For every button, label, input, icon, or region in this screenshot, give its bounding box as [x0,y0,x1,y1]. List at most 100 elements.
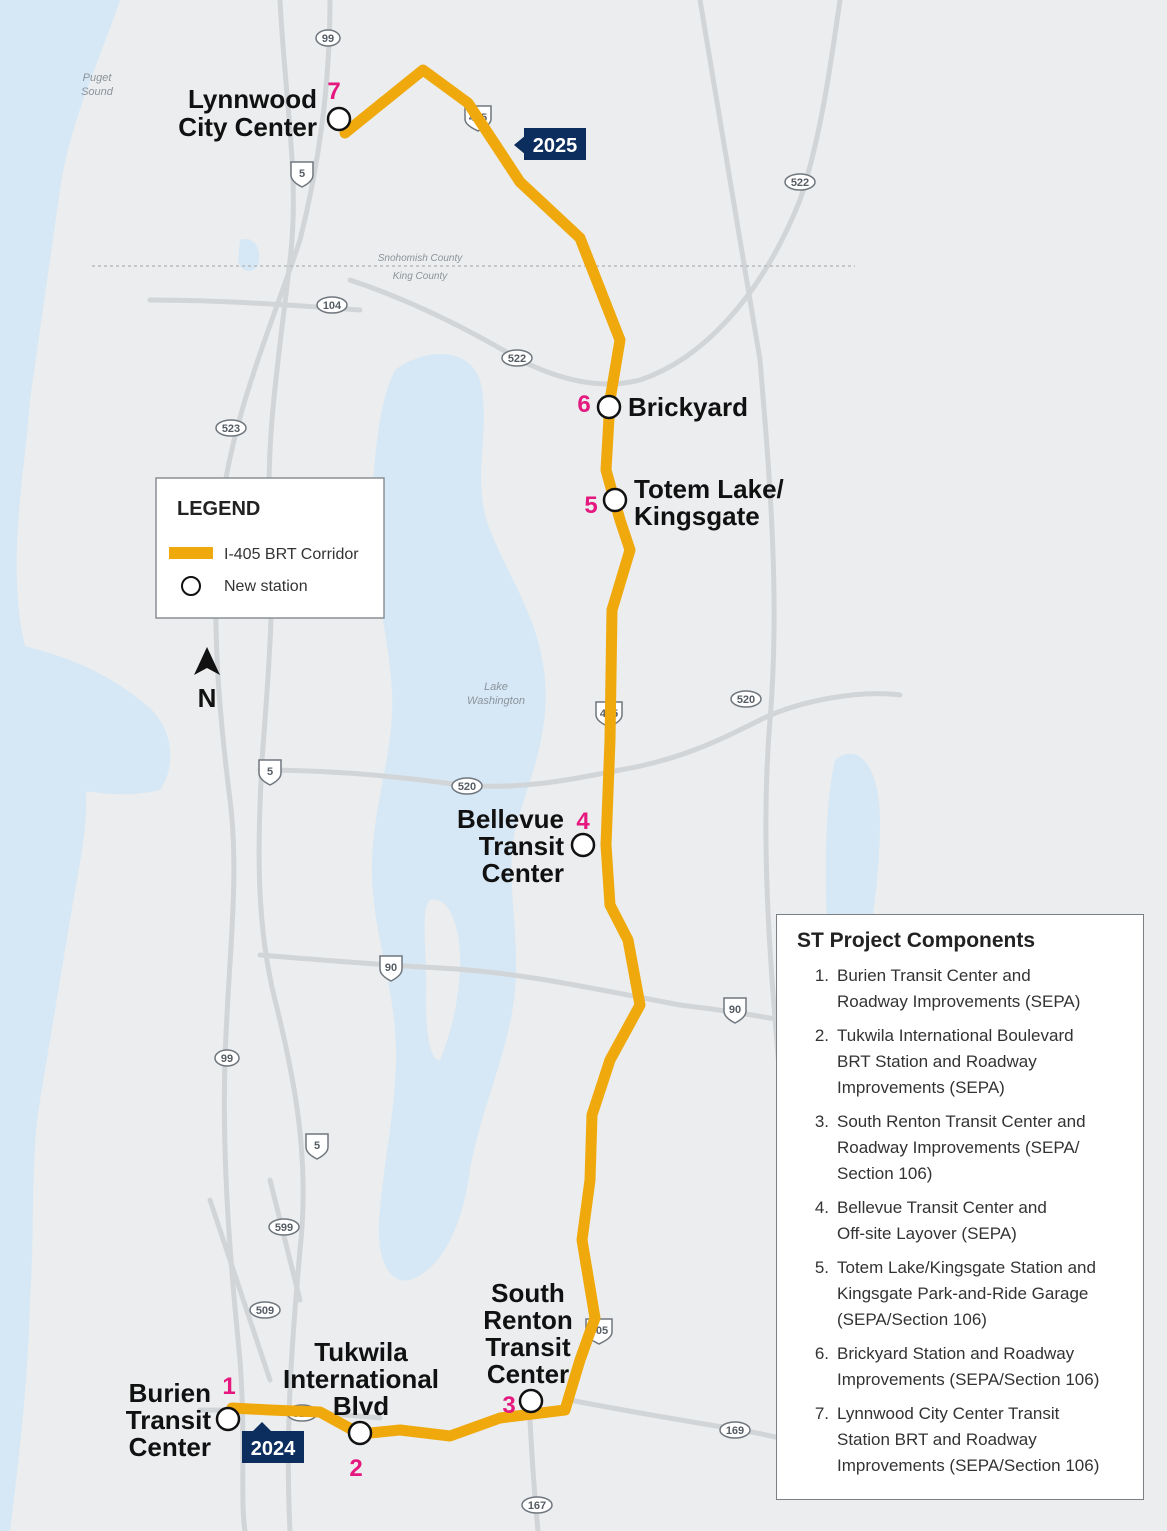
corridor-line-icon [169,547,213,559]
road-east [697,0,783,1083]
station-circle-icon [181,576,201,596]
station-circle-icon [518,1388,544,1414]
station-label-line: Transit [479,831,565,861]
shield-label: 520 [737,694,755,706]
road-sr167 [527,1417,541,1531]
station-tukwila[interactable]: 2 Tukwila International Blvd [283,1337,439,1482]
shield-label: 5 [299,168,305,180]
state-route-shield-icon: 522 [784,173,816,191]
station-number: 4 [576,808,590,835]
shield-shape [719,1421,751,1439]
road-sr99 [213,0,333,1531]
county-label-north: Snohomish County [378,253,463,264]
station-number: 1 [222,1373,235,1400]
puget-sound-inlet [0,640,171,795]
station-lynnwood[interactable]: 7 Lynnwood City Center [178,78,352,142]
station-label-line: Transit [126,1405,212,1435]
state-route-shield-icon: 599 [268,1218,300,1236]
shield-label: 99 [322,33,334,45]
station-south-renton[interactable]: 3 South Renton Transit Center [483,1278,573,1419]
stations: 1 Burien Transit Center 2 Tukwila Intern… [126,78,784,1482]
water-label-puget-sound-1: Puget [83,72,113,84]
legend-station-label: New station [224,578,308,595]
legend: LEGEND I-405 BRT Corridor New station [155,477,385,619]
shield-label: 522 [508,353,526,365]
state-route-shield-icon: 99 [315,29,341,47]
year-badge-label: 2024 [251,1438,296,1460]
station-circle-icon [602,487,628,513]
component-number: 2. [814,1026,829,1045]
station-number: 6 [577,391,590,418]
station-burien[interactable]: 1 Burien Transit Center [126,1373,241,1462]
state-route-shield-icon: 520 [730,690,762,708]
i405-brt-corridor-line [226,64,646,1442]
road-i90 [257,952,843,1033]
station-label-line: Center [129,1432,211,1462]
state-route-shield-icon: 104 [316,296,348,314]
legend-corridor-label: I-405 BRT Corridor [224,546,359,563]
shield-shape [451,777,483,795]
station-number: 5 [584,492,597,519]
county-label-south: King County [393,271,448,282]
station-brickyard[interactable]: 6 Brickyard [577,391,748,422]
road-sr509 [207,1197,273,1383]
state-route-shield-icon: 523 [215,419,247,437]
station-label-line: South [491,1278,565,1308]
station-number: 2 [349,1455,362,1482]
year-badge-pointer [252,1422,272,1432]
year-badge-2024: 2024 [242,1422,304,1463]
interstate-shield-icon: 90 [723,997,747,1024]
station-label-line: Center [487,1359,569,1389]
station-circle-icon [347,1420,373,1446]
interstate-shield-icon: 90 [379,955,403,982]
shield-shape [501,349,533,367]
year-badge-2025: 2025 [514,128,586,160]
station-totem-lake[interactable]: 5 Totem Lake/ Kingsgate [584,474,783,531]
station-label-line: Totem Lake/ [634,474,784,504]
shield-shape [290,161,314,188]
shield-shape [730,690,762,708]
north-label: N [198,683,217,713]
shield-label: 169 [726,1425,744,1437]
station-circle-icon [326,106,352,132]
station-label-line: Tukwila [314,1337,408,1367]
station-label-line: Transit [485,1332,571,1362]
state-route-shield-icon: 169 [719,1421,751,1439]
year-badge-box [524,128,586,160]
shield-shape [315,29,341,47]
station-label-line: Burien [129,1378,211,1408]
component-number: 3. [814,1112,829,1131]
shield-label: 90 [385,962,397,974]
shield-label: 99 [221,1053,233,1065]
shield-shape [258,759,282,786]
station-label-line: Brickyard [628,392,748,422]
shield-shape [249,1301,281,1319]
year-badge-box [242,1431,304,1463]
shield-label: 520 [458,781,476,793]
legend-title: LEGEND [177,498,260,520]
station-label-line: Renton [483,1305,573,1335]
station-number: 7 [327,78,340,105]
shield-label: 523 [222,423,240,435]
station-bellevue[interactable]: 4 Bellevue Transit Center [457,804,596,888]
state-route-shield-icon: 522 [501,349,533,367]
year-badge-pointer [514,135,526,155]
interstate-shield-icon: 5 [290,161,314,188]
year-badge-label: 2025 [533,135,578,157]
station-label-line: Blvd [333,1391,389,1421]
station-number: 3 [502,1392,515,1419]
road-sr599 [267,1177,303,1303]
shield-shape [379,955,403,982]
interstate-shield-icon: 5 [305,1133,329,1160]
lake-washington-water [371,353,546,1281]
station-circle-icon [596,394,622,420]
